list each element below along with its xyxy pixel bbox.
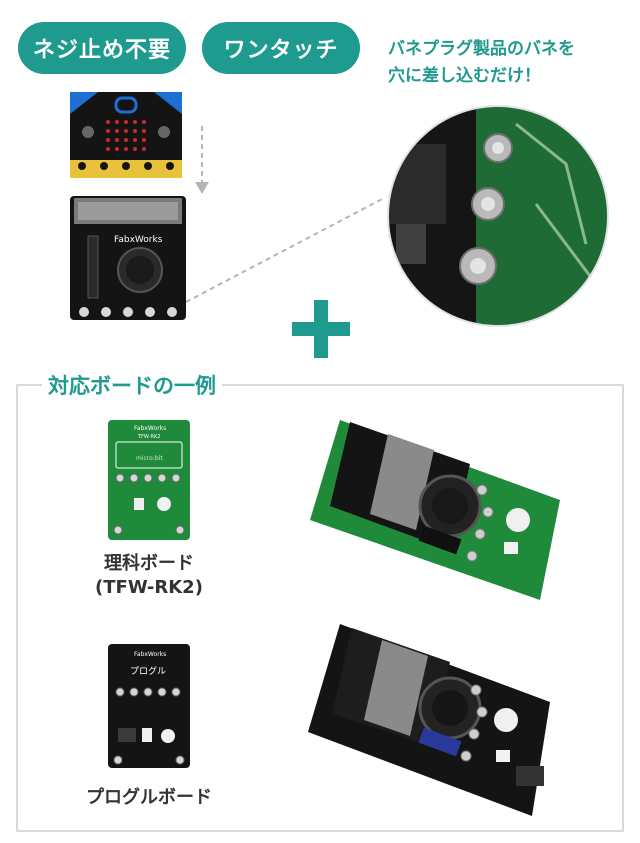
badge-screwless: ネジ止め不要	[18, 22, 186, 74]
spring-board-brand: FabxWorks	[114, 235, 163, 245]
compatible-boards-title: 対応ボードの一例	[42, 370, 222, 400]
programming-board-caption: プログルボード	[64, 786, 234, 810]
programming-board-brand: FabxWorks	[134, 651, 166, 658]
zoom-connector	[186, 197, 385, 303]
rika-board-brand: FabxWorks	[134, 425, 166, 432]
badge-screwless-label: ネジ止め不要	[32, 38, 171, 63]
badge-one-touch-label: ワンタッチ	[223, 38, 339, 63]
badge-one-touch: ワンタッチ	[202, 22, 360, 74]
spring-board-image: FabxWorks	[70, 196, 186, 320]
rika-board-name: 理科ボード	[104, 553, 194, 574]
rika-assembled-image	[310, 420, 560, 600]
compatible-boards-frame	[16, 384, 624, 832]
programming-assembled-image	[308, 624, 550, 816]
note-line-2: 穴に差し込むだけ！	[388, 66, 541, 86]
programming-board-name: プログルボード	[86, 787, 212, 808]
programming-board-title: プログル	[130, 665, 166, 677]
plus-icon	[292, 300, 350, 358]
rika-board-caption: 理科ボード (TFW-RK2)	[86, 552, 212, 600]
programming-board-image: FabxWorks プログル	[108, 644, 190, 768]
rika-board-code: TFW-RK2	[137, 434, 160, 440]
spring-plug-zoom-image	[387, 105, 609, 327]
rika-board-image: FabxWorks TFW-RK2 micro:bit	[108, 420, 190, 540]
rika-board-microbit: micro:bit	[136, 455, 163, 462]
rika-board-model: (TFW-RK2)	[95, 577, 203, 598]
spring-plug-note: バネプラグ製品のバネを 穴に差し込むだけ！	[388, 36, 628, 90]
microbit-board-image	[70, 92, 182, 178]
note-line-1: バネプラグ製品のバネを	[388, 39, 575, 59]
down-arrow-icon	[195, 126, 209, 194]
